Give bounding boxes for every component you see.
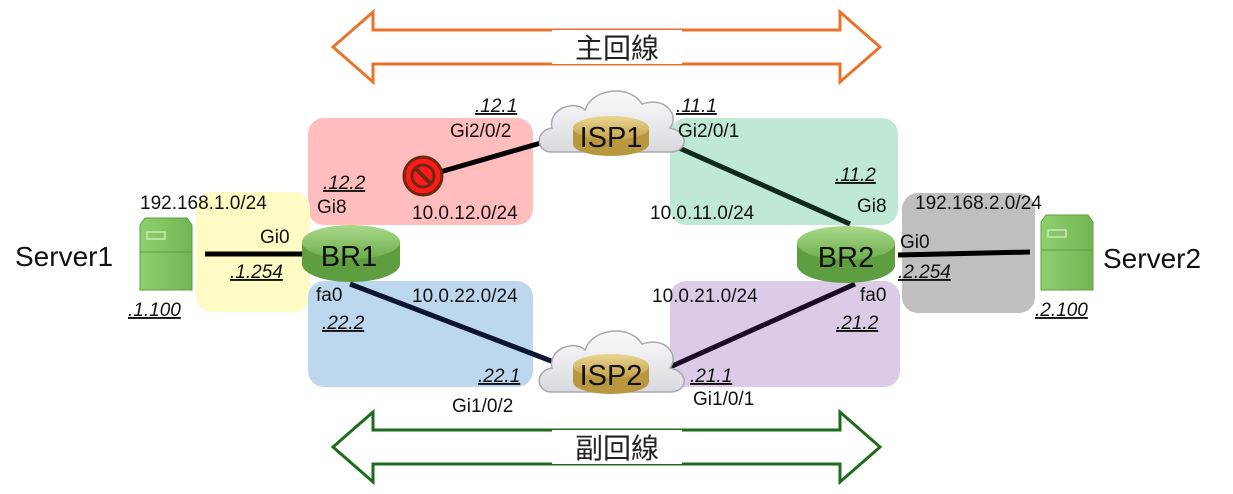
net11-label: 10.0.11.0/24 bbox=[650, 203, 755, 224]
isp1-addr-12: .12.1 bbox=[475, 96, 517, 117]
br1-addr-22: .22.2 bbox=[322, 313, 365, 334]
subnet-10-0-11 bbox=[670, 118, 898, 225]
link-br1-isp2 bbox=[349, 281, 581, 375]
isp1-label: ISP1 bbox=[580, 122, 643, 154]
server1-icon[interactable] bbox=[139, 217, 193, 291]
net22-label: 10.0.22.0/24 bbox=[412, 286, 518, 307]
lan1-network: 192.168.1.0/24 bbox=[140, 193, 267, 214]
router-br1[interactable]: BR1 bbox=[302, 225, 400, 282]
router-isp1[interactable]: ISP1 bbox=[573, 116, 649, 156]
server1-label: Server1 bbox=[15, 241, 113, 272]
br1-fa0: fa0 bbox=[316, 285, 342, 306]
br1-addr-12: .12.2 bbox=[323, 173, 366, 194]
br2-fa0: fa0 bbox=[860, 285, 886, 306]
backup-line-label: 副回線 bbox=[575, 433, 659, 464]
net12-label: 10.0.12.0/24 bbox=[412, 203, 518, 224]
isp1-addr-11: .11.1 bbox=[676, 96, 717, 117]
isp1-gi2-0-1: Gi2/0/1 bbox=[678, 121, 739, 142]
lan2-network: 192.168.2.0/24 bbox=[915, 193, 1042, 214]
link-isp1-br2 bbox=[648, 132, 852, 227]
primary-line-label: 主回線 bbox=[575, 33, 659, 64]
isp2-gi1-0-1: Gi1/0/1 bbox=[693, 389, 754, 410]
br1-gi0: Gi0 bbox=[260, 227, 290, 248]
router-br2[interactable]: BR2 bbox=[797, 226, 895, 283]
isp2-label: ISP2 bbox=[580, 360, 643, 392]
isp2-addr-21: .21.1 bbox=[690, 366, 732, 387]
br1-gi8: Gi8 bbox=[317, 197, 347, 218]
net21-label: 10.0.21.0/24 bbox=[652, 286, 758, 307]
isp2-gi1-0-2: Gi1/0/2 bbox=[452, 396, 513, 417]
blocked-icon bbox=[402, 155, 444, 197]
link-isp2-br2 bbox=[648, 281, 857, 379]
backup-line-arrow: 副回線 bbox=[330, 408, 883, 486]
isp1-gi2-0-2: Gi2/0/2 bbox=[450, 121, 511, 142]
isp2-addr-22: .22.1 bbox=[478, 366, 520, 387]
br2-addr-11: .11.2 bbox=[835, 165, 876, 186]
server2-addr: .2.100 bbox=[1035, 300, 1088, 321]
primary-line-arrow: 主回線 bbox=[330, 8, 883, 86]
br1-addr-lan: .1.254 bbox=[230, 262, 283, 283]
server2-label: Server2 bbox=[1103, 243, 1201, 274]
br2-label: BR2 bbox=[818, 242, 874, 274]
subnet-10-0-21 bbox=[670, 281, 900, 387]
br2-gi8: Gi8 bbox=[857, 196, 887, 217]
router-isp2[interactable]: ISP2 bbox=[573, 354, 649, 394]
br2-gi0: Gi0 bbox=[900, 232, 930, 253]
server2-icon[interactable] bbox=[1040, 214, 1094, 291]
link-br2-server2 bbox=[897, 249, 1031, 258]
br1-label: BR1 bbox=[321, 241, 377, 273]
server1-addr: .1.100 bbox=[128, 300, 181, 321]
br2-addr-lan: .2.254 bbox=[898, 262, 951, 283]
subnet-10-0-22 bbox=[308, 281, 533, 387]
br2-addr-21: .21.2 bbox=[836, 313, 879, 334]
